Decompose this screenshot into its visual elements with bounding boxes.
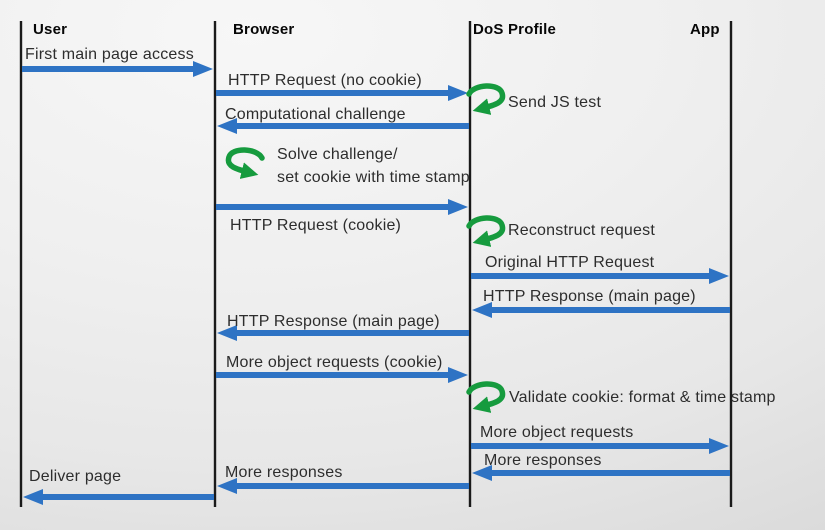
message-label: Computational challenge: [225, 106, 406, 123]
message-arrow: [22, 61, 213, 77]
self-action-label: Solve challenge/: [277, 146, 398, 163]
actor-header-dos: DoS Profile: [473, 21, 557, 38]
message-label: More responses: [484, 452, 602, 469]
message-arrow: [217, 118, 469, 134]
self-loop-arrow-icon: [466, 83, 506, 115]
message-label: Original HTTP Request: [485, 254, 655, 271]
message-arrow: [471, 438, 729, 454]
self-action-label: Validate cookie: format & time stamp: [509, 389, 776, 406]
message-label: More responses: [225, 464, 343, 481]
message-arrow: [216, 199, 468, 215]
message-arrow: [216, 367, 468, 383]
message-label: First main page access: [25, 46, 194, 63]
message-arrow: [217, 325, 469, 341]
actor-header-user: User: [33, 21, 68, 38]
message-arrow: [217, 478, 469, 494]
self-action-label: Reconstruct request: [508, 222, 655, 239]
self-loop-arrow-icon: [225, 147, 265, 179]
self-action-label: Send JS test: [508, 94, 602, 111]
message-arrow: [472, 465, 730, 481]
message-label: HTTP Request (no cookie): [228, 72, 422, 89]
actor-header-browser: Browser: [233, 21, 295, 38]
message-label: HTTP Response (main page): [483, 288, 696, 305]
message-label: HTTP Request (cookie): [230, 217, 402, 234]
message-arrow: [471, 268, 729, 284]
message-label: HTTP Response (main page): [227, 313, 440, 330]
message-arrow: [23, 489, 214, 505]
actor-header-app: App: [690, 21, 720, 38]
self-action-label: set cookie with time stamp: [277, 169, 470, 186]
message-label: More object requests (cookie): [226, 354, 443, 371]
message-label: More object requests: [480, 424, 634, 441]
message-label: Deliver page: [29, 468, 122, 485]
message-arrow: [216, 85, 468, 101]
self-loop-arrow-icon: [466, 381, 506, 413]
message-arrow: [472, 302, 730, 318]
self-loop-arrow-icon: [466, 215, 506, 247]
